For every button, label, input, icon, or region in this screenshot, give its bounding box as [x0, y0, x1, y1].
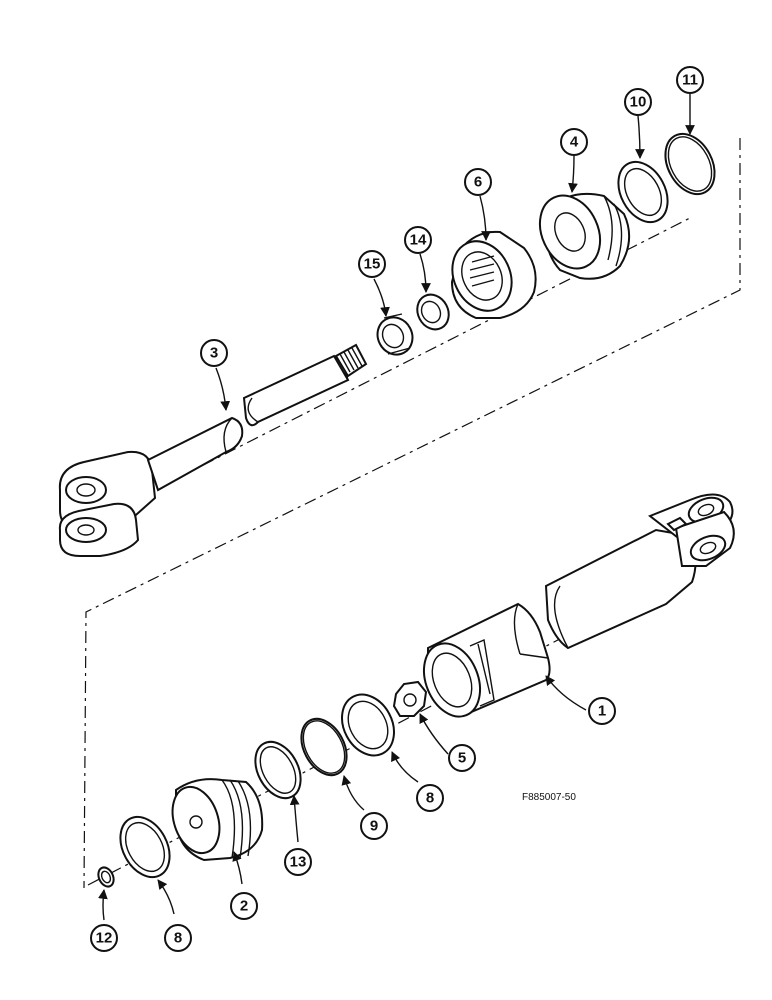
cylinder-head: [538, 192, 631, 280]
callout-label: 2: [240, 898, 248, 915]
callout-part-12: 12: [90, 924, 118, 952]
callout-part-11: 11: [676, 66, 704, 94]
callout-part-6: 6: [464, 168, 492, 196]
callout-label: 14: [410, 232, 427, 249]
callout-part-2: 2: [230, 892, 258, 920]
rod-seal: [376, 313, 414, 356]
callout-part-3: 3: [200, 339, 228, 367]
callout-label: 1: [598, 703, 606, 720]
callout-part-14: 14: [404, 226, 432, 254]
piston-seal: [341, 693, 395, 757]
callout-label: 13: [290, 854, 307, 871]
piston: [171, 778, 264, 862]
rod-wiper: [416, 293, 450, 331]
lock-nut: [392, 680, 428, 717]
o-ring: [664, 132, 716, 196]
callout-part-10: 10: [624, 88, 652, 116]
callout-label: 6: [474, 174, 482, 191]
callout-part-5: 5: [448, 744, 476, 772]
retaining-ring: [97, 866, 115, 888]
callout-label: 8: [426, 790, 434, 807]
callout-part-15: 15: [358, 250, 386, 278]
piston-seal-outer: [119, 815, 171, 879]
callout-part-8-upper: 8: [416, 784, 444, 812]
piston-rod: [146, 343, 368, 492]
backup-ring: [617, 160, 669, 224]
callout-part-13: 13: [284, 848, 312, 876]
callout-label: 12: [96, 930, 113, 947]
rod-clevis: [58, 450, 157, 557]
figure-reference-code: F885007-50: [522, 792, 576, 803]
callout-part-8-lower: 8: [164, 924, 192, 952]
callout-label: 4: [570, 134, 579, 151]
callout-label: 9: [370, 818, 378, 835]
callout-label: 3: [210, 345, 218, 362]
piston-o-ring: [300, 717, 348, 777]
callout-label: 10: [630, 94, 647, 111]
callout-label: 11: [682, 72, 698, 89]
cylinder-barrel: [423, 493, 735, 718]
callout-part-4: 4: [560, 128, 588, 156]
callout-label: 8: [174, 930, 182, 947]
gland-nut: [450, 230, 537, 319]
callout-label: 15: [364, 256, 381, 273]
callout-part-9: 9: [360, 812, 388, 840]
callout-label: 5: [458, 750, 466, 767]
callout-part-1: 1: [588, 697, 616, 725]
leader-lines: [98, 93, 695, 921]
